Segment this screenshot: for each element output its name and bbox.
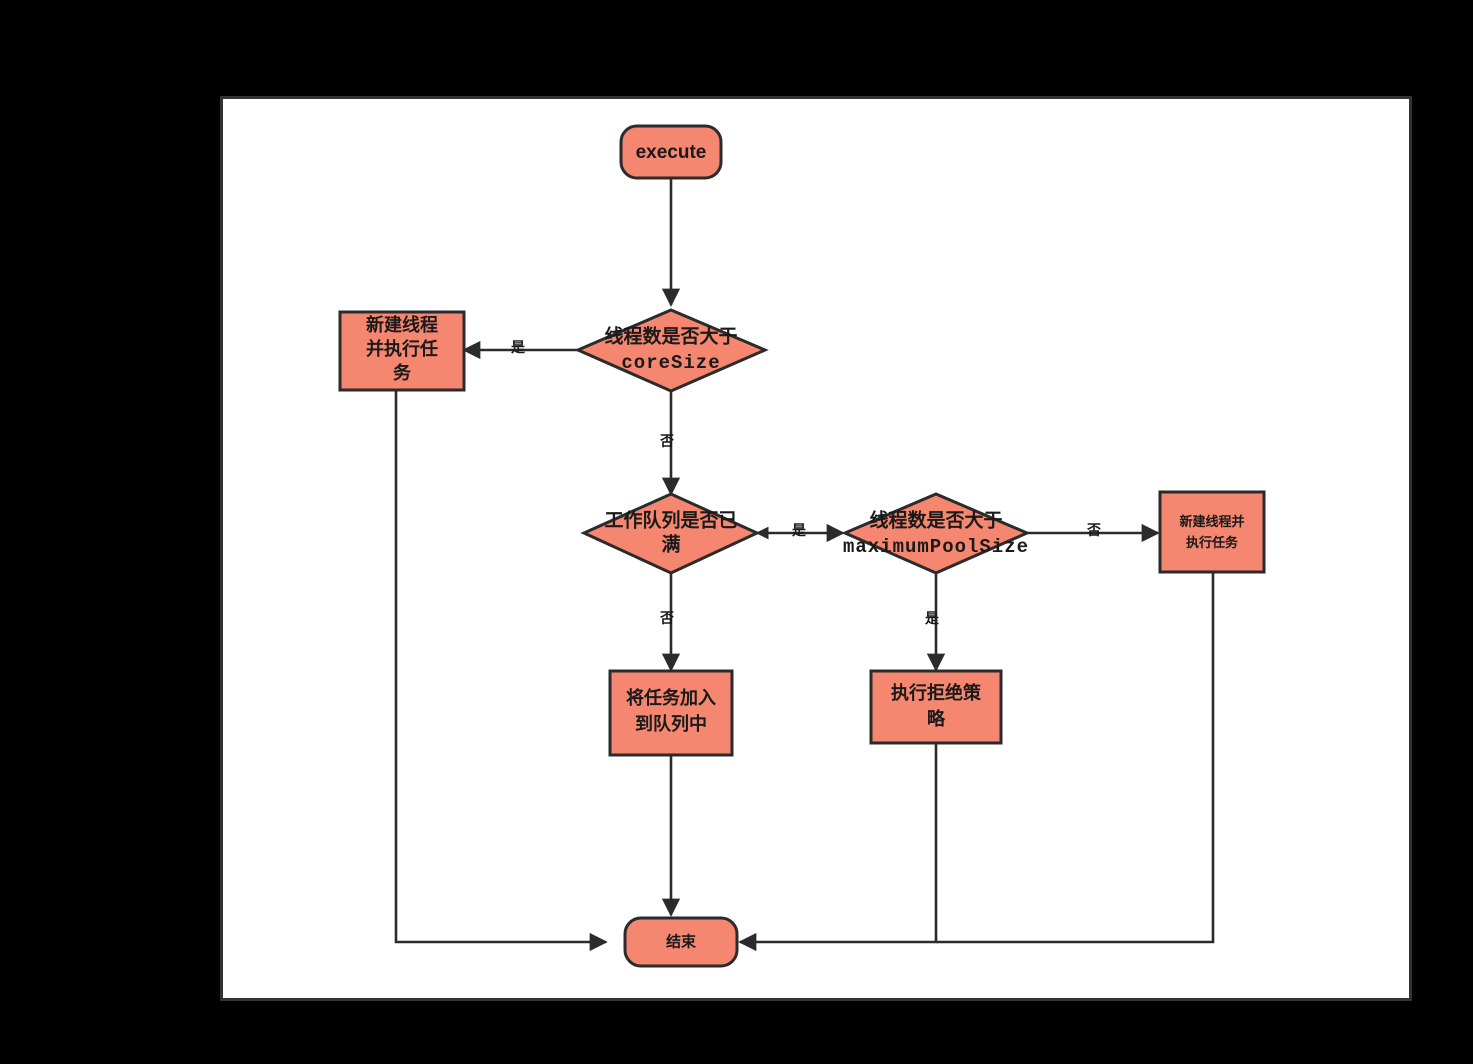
node-decision-max-pool-line1: 线程数是否大于 — [869, 508, 1002, 531]
node-new-thread-core-shape[interactable] — [338, 310, 466, 392]
edge-label-max-no: 否 — [1086, 523, 1101, 539]
node-reject-policy-line1: 执行拒绝策 — [891, 682, 982, 703]
node-new-thread-max-line2: 执行任务 — [1186, 535, 1239, 550]
node-start[interactable]: execute — [619, 124, 723, 180]
node-reject-policy-shape[interactable] — [869, 669, 1003, 745]
node-add-to-queue-line2: 到队列中 — [635, 713, 707, 734]
node-decision-core-size[interactable]: 线程数是否大于 coreSize — [574, 308, 769, 393]
node-end-label: 结束 — [666, 932, 697, 950]
node-new-thread-max-line1: 新建线程并 — [1179, 514, 1244, 529]
node-add-to-queue-line1: 将任务加入 — [626, 687, 716, 708]
node-new-thread-core-line2: 并执行任 — [366, 338, 438, 359]
node-new-thread-core[interactable]: 新建线程 并执行任 务 — [338, 310, 466, 392]
node-decision-core-size-line2: coreSize — [621, 352, 720, 374]
node-new-thread-max[interactable]: 新建线程并 执行任务 — [1158, 490, 1266, 574]
node-decision-queue-full-line2: 满 — [661, 532, 680, 555]
node-reject-policy[interactable]: 执行拒绝策 略 — [869, 669, 1003, 745]
node-new-thread-core-line3: 务 — [393, 362, 412, 383]
node-start-label: execute — [636, 142, 707, 163]
edge-label-queue-no: 否 — [659, 611, 674, 627]
node-decision-max-pool-line2: maximumPoolSize — [843, 536, 1029, 558]
edge-label-queue-yes: 是 — [792, 523, 807, 539]
node-reject-policy-line2: 略 — [927, 708, 946, 729]
node-add-to-queue-shape[interactable] — [608, 669, 734, 757]
edge-label-max-yes: 是 — [925, 611, 940, 627]
edge-reject-to-end — [738, 743, 938, 952]
node-add-to-queue[interactable]: 将任务加入 到队列中 — [608, 669, 734, 757]
node-end[interactable]: 结束 — [623, 916, 739, 968]
node-new-thread-max-shape[interactable] — [1158, 490, 1266, 574]
node-decision-queue-full[interactable]: 工作队列是否已 满 — [580, 492, 761, 575]
node-start-shape[interactable] — [619, 124, 723, 180]
node-new-thread-core-line1: 新建线程 — [366, 314, 438, 335]
edge-label-core-yes: 是 — [511, 340, 526, 356]
node-decision-queue-full-shape[interactable] — [580, 492, 761, 575]
edge-label-core-no: 否 — [659, 434, 674, 450]
edge-newthread-core-to-end — [394, 390, 608, 952]
edge-newthread-max-to-end — [936, 572, 1215, 944]
node-decision-max-pool-shape[interactable] — [841, 492, 1031, 575]
node-decision-core-size-shape[interactable] — [574, 308, 769, 393]
node-end-shape[interactable] — [623, 916, 739, 968]
node-decision-core-size-line1: 线程数是否大于 — [604, 324, 737, 347]
node-decision-max-pool[interactable]: 线程数是否大于 maximumPoolSize — [841, 492, 1031, 575]
node-decision-queue-full-line1: 工作队列是否已 — [604, 508, 737, 531]
